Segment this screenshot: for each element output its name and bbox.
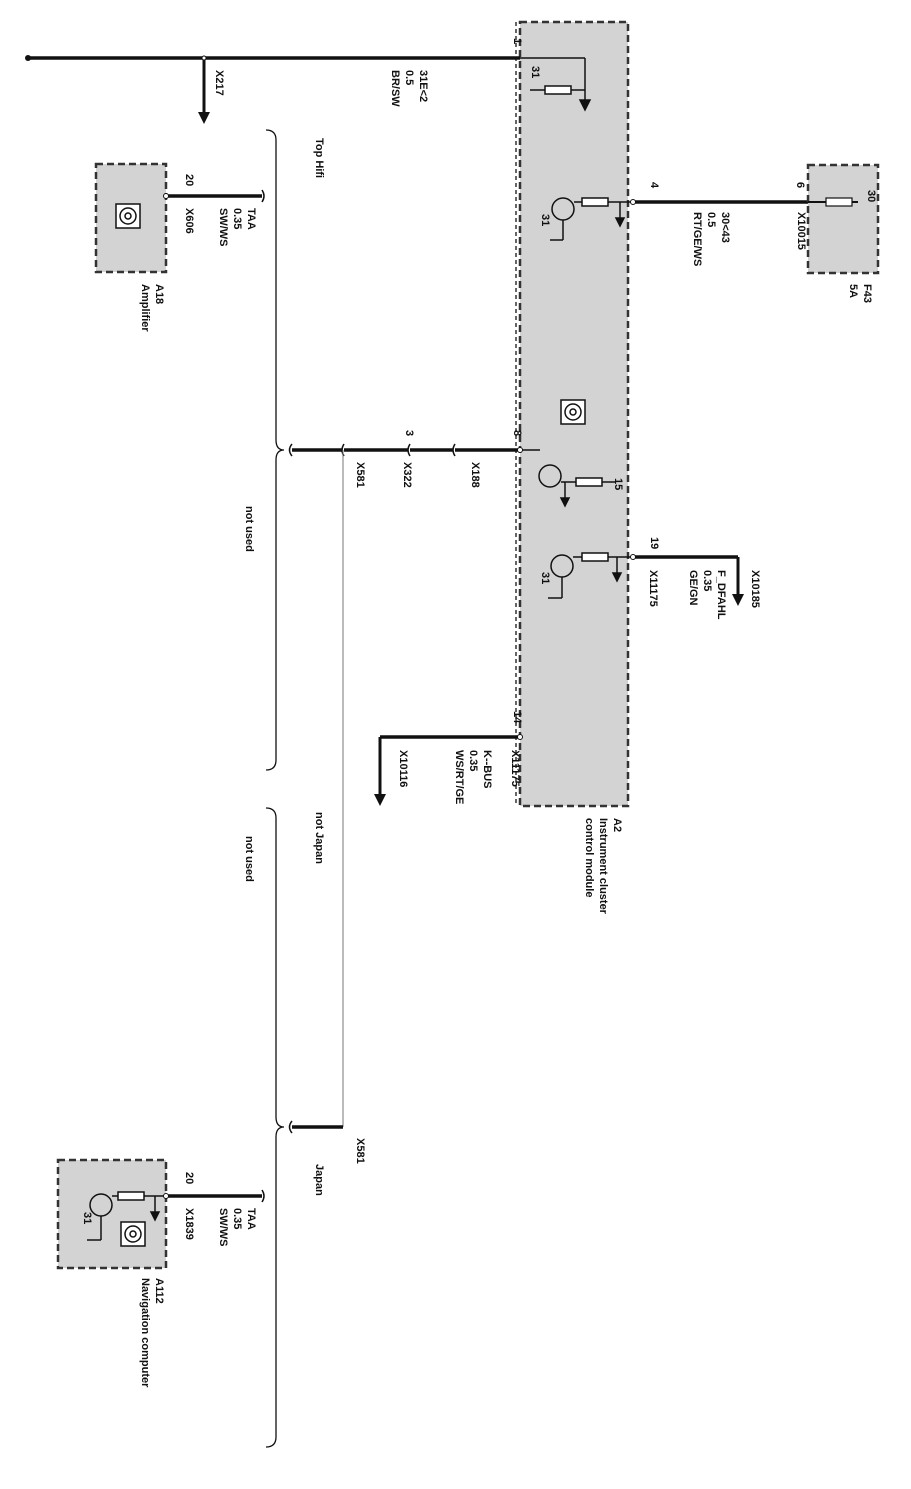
fuse-pin-label: 6 bbox=[794, 182, 806, 188]
pin-4-label: 4 bbox=[648, 182, 660, 189]
navigation-box[interactable] bbox=[56, 1158, 168, 1270]
wire-pin8[interactable] bbox=[288, 443, 523, 457]
module-id: A2 bbox=[611, 818, 623, 832]
pin-1-label: 1 bbox=[511, 38, 523, 44]
connector-x322: X322 bbox=[401, 462, 413, 488]
amp-pin-label: 20 bbox=[183, 174, 195, 186]
nav-size: 0.35 bbox=[231, 1208, 243, 1229]
module-icon bbox=[560, 399, 586, 425]
nav-name: Navigation computer bbox=[139, 1278, 151, 1388]
ground-31-label-b: 31 bbox=[539, 214, 551, 226]
fuse-term-label: 30 bbox=[865, 190, 877, 202]
fuse-f43-box[interactable] bbox=[806, 163, 880, 275]
variant-japan: Japan bbox=[313, 1164, 325, 1196]
wire-31e2-color: BR/SW bbox=[389, 70, 401, 107]
resistor-ground-symbol bbox=[520, 57, 592, 112]
wire-pin19-size: 0.35 bbox=[701, 570, 713, 591]
connector-x11175-a: X11175 bbox=[647, 570, 659, 607]
amp-size: 0.35 bbox=[231, 208, 243, 229]
wire-amplifier-taa[interactable] bbox=[163, 189, 265, 203]
transistor-symbol bbox=[550, 197, 633, 241]
pin-19-label: 19 bbox=[648, 537, 660, 549]
nav-ground-label: 31 bbox=[81, 1212, 93, 1224]
wire-pin19-signal: F_DFAHL bbox=[715, 570, 727, 620]
nav-id: A112 bbox=[153, 1278, 165, 1304]
nav-color: SW/WS bbox=[217, 1208, 229, 1247]
amp-color: SW/WS bbox=[217, 208, 229, 247]
module-name-line1: Instrument cluster bbox=[597, 818, 609, 915]
pin-8-label: 8 bbox=[511, 430, 523, 436]
module-name-line2: control module bbox=[583, 818, 595, 897]
ground-31-label-c: 31 bbox=[539, 572, 551, 584]
wire-30-43[interactable] bbox=[630, 199, 809, 205]
fuse-rating: 5A bbox=[847, 284, 859, 298]
nav-signal: TAA bbox=[245, 1208, 257, 1230]
amp-signal: TAA bbox=[245, 208, 257, 230]
connector-x1839: X1839 bbox=[183, 1208, 195, 1240]
variant-not-japan: not Japan bbox=[313, 812, 325, 864]
variant-brace-bottom bbox=[265, 807, 285, 1448]
wire-31e2-size: 0.5 bbox=[403, 70, 415, 85]
amp-id: A18 bbox=[153, 284, 165, 304]
variant-brace-top bbox=[265, 129, 285, 771]
connector-x10116: X10116 bbox=[397, 750, 409, 787]
amplifier-box[interactable] bbox=[94, 162, 168, 274]
wire-31e2-signal: 31E<2 bbox=[417, 70, 429, 102]
pin-14-label: 14 bbox=[511, 711, 523, 724]
term-15-label: 15 bbox=[612, 478, 624, 490]
wire-30-43-color: RT/GE/WS bbox=[691, 212, 703, 266]
wire-nav-taa[interactable] bbox=[163, 1189, 265, 1203]
wire-30-43-size: 0.5 bbox=[705, 212, 717, 227]
variant-not-used-2: not used bbox=[243, 836, 255, 882]
connector-x606: X606 bbox=[183, 208, 195, 234]
wire-japan[interactable] bbox=[288, 1120, 344, 1134]
connector-x217: X217 bbox=[213, 70, 225, 96]
wire-31e2[interactable] bbox=[25, 55, 520, 124]
nav-pin-label: 20 bbox=[183, 1172, 195, 1184]
transistor-symbol-pin8 bbox=[520, 449, 615, 508]
ground-31-label: 31 bbox=[529, 66, 541, 78]
connector-x581: X581 bbox=[354, 462, 366, 488]
wire-pin14-size: 0.35 bbox=[467, 750, 479, 771]
wire-30-43-signal: 30<43 bbox=[719, 212, 731, 243]
connector-x10185: X10185 bbox=[749, 570, 761, 608]
pin-3-label: 3 bbox=[403, 430, 415, 436]
wire-pin14-signal: K--BUS bbox=[481, 750, 493, 789]
wire-pin14[interactable] bbox=[374, 734, 523, 806]
transistor-symbol-pin19 bbox=[548, 552, 633, 599]
connector-x11175-b: X11175 bbox=[509, 750, 521, 787]
wire-pin19-color: GE/GN bbox=[687, 570, 699, 606]
variant-not-used-1: not used bbox=[243, 506, 255, 552]
connector-x10015: X10015 bbox=[795, 212, 807, 250]
variant-top-hifi: Top Hifi bbox=[313, 138, 325, 178]
wire-pin14-color: WS/RT/GE bbox=[453, 750, 465, 804]
fuse-id: F43 bbox=[861, 284, 873, 303]
wire-pin19[interactable] bbox=[630, 554, 744, 606]
connector-x188: X188 bbox=[469, 462, 481, 488]
amp-name: Amplifier bbox=[139, 284, 151, 332]
connector-x581-japan: X581 bbox=[354, 1138, 366, 1164]
